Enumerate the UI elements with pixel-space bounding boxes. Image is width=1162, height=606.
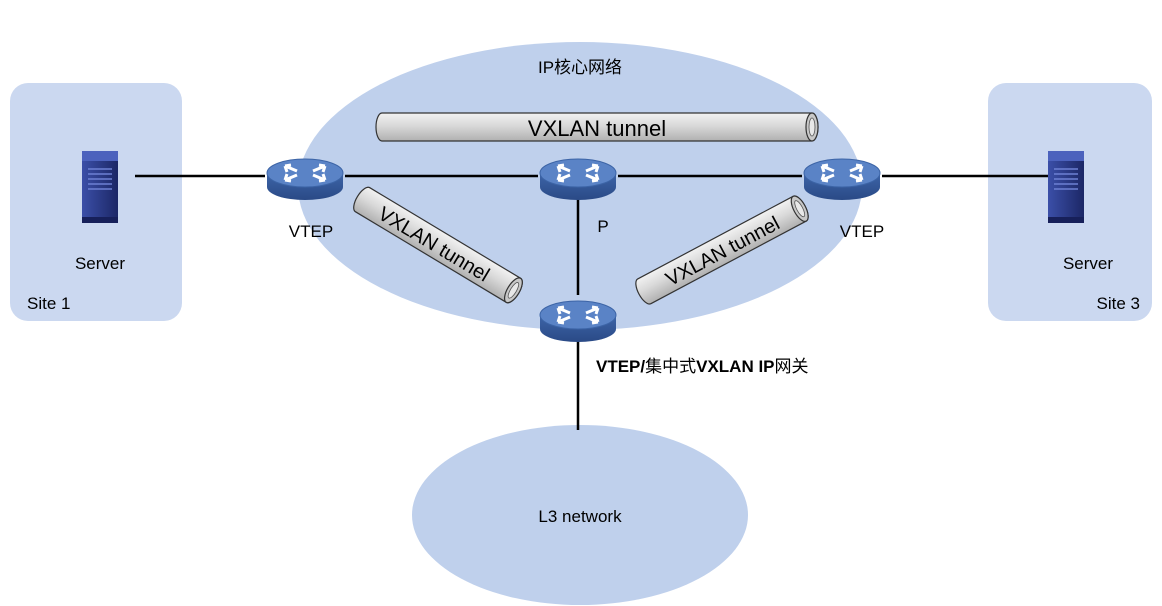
tunnel-label-top: VXLAN tunnel — [528, 116, 666, 141]
gateway-switch-icon — [538, 299, 618, 344]
server-site3-label: Server — [1063, 254, 1113, 273]
site-3-label: Site 3 — [1097, 294, 1140, 313]
site-1-label: Site 1 — [27, 294, 70, 313]
server-site3-icon — [1047, 150, 1085, 224]
p-device-label: P — [597, 217, 608, 236]
gateway-label-part-3: VXLAN IP — [696, 357, 774, 376]
vtep-left-switch-icon — [265, 157, 345, 202]
gateway-label-part-4: 网关 — [775, 357, 809, 376]
core-network-label: IP核心网络 — [538, 58, 622, 77]
l3-network-cloud — [412, 425, 748, 605]
gateway-label-part-2: 集中式 — [645, 357, 696, 376]
vxlan-tunnel-top: VXLAN tunnel — [375, 112, 819, 142]
gateway-label-part-1: VTEP/ — [596, 357, 645, 376]
server-site1-label: Server — [75, 254, 125, 273]
l3-network-label: L3 network — [538, 507, 622, 526]
vtep-left-label: VTEP — [289, 222, 333, 241]
vtep-right-switch-icon — [802, 157, 882, 202]
vtep-right-label: VTEP — [840, 222, 884, 241]
p-core-switch-icon — [538, 157, 618, 202]
server-site1-icon — [81, 150, 119, 224]
gateway-label: VTEP/集中式VXLAN IP网关 — [596, 357, 809, 376]
